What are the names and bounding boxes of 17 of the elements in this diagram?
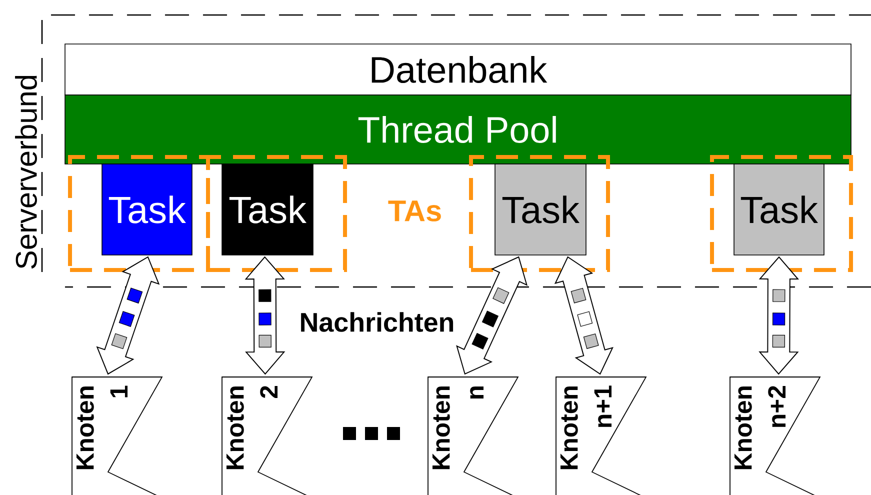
task-box: Task (102, 164, 192, 256)
dashed-box (68, 155, 210, 272)
node-flag: Knoten n+1 (556, 376, 647, 495)
thread-pool-bar: Thread Pool (64, 94, 852, 164)
node-flag: Knoten 2 (222, 376, 313, 495)
task-box: Task (494, 164, 586, 256)
node-flag: Knoten n (428, 376, 519, 495)
database-bar: Datenbank (64, 44, 852, 96)
dashed-box (710, 155, 853, 272)
dashed-box (206, 155, 347, 272)
node-flag: Knoten 1 (72, 376, 163, 495)
node-flag: Knoten n+2 (730, 376, 821, 495)
ta-label: TAs (388, 200, 441, 222)
dashed-box (469, 155, 610, 272)
task-box: Task (734, 164, 824, 256)
message-label: Nachrichten (301, 312, 454, 332)
task-box: Task (222, 164, 314, 256)
